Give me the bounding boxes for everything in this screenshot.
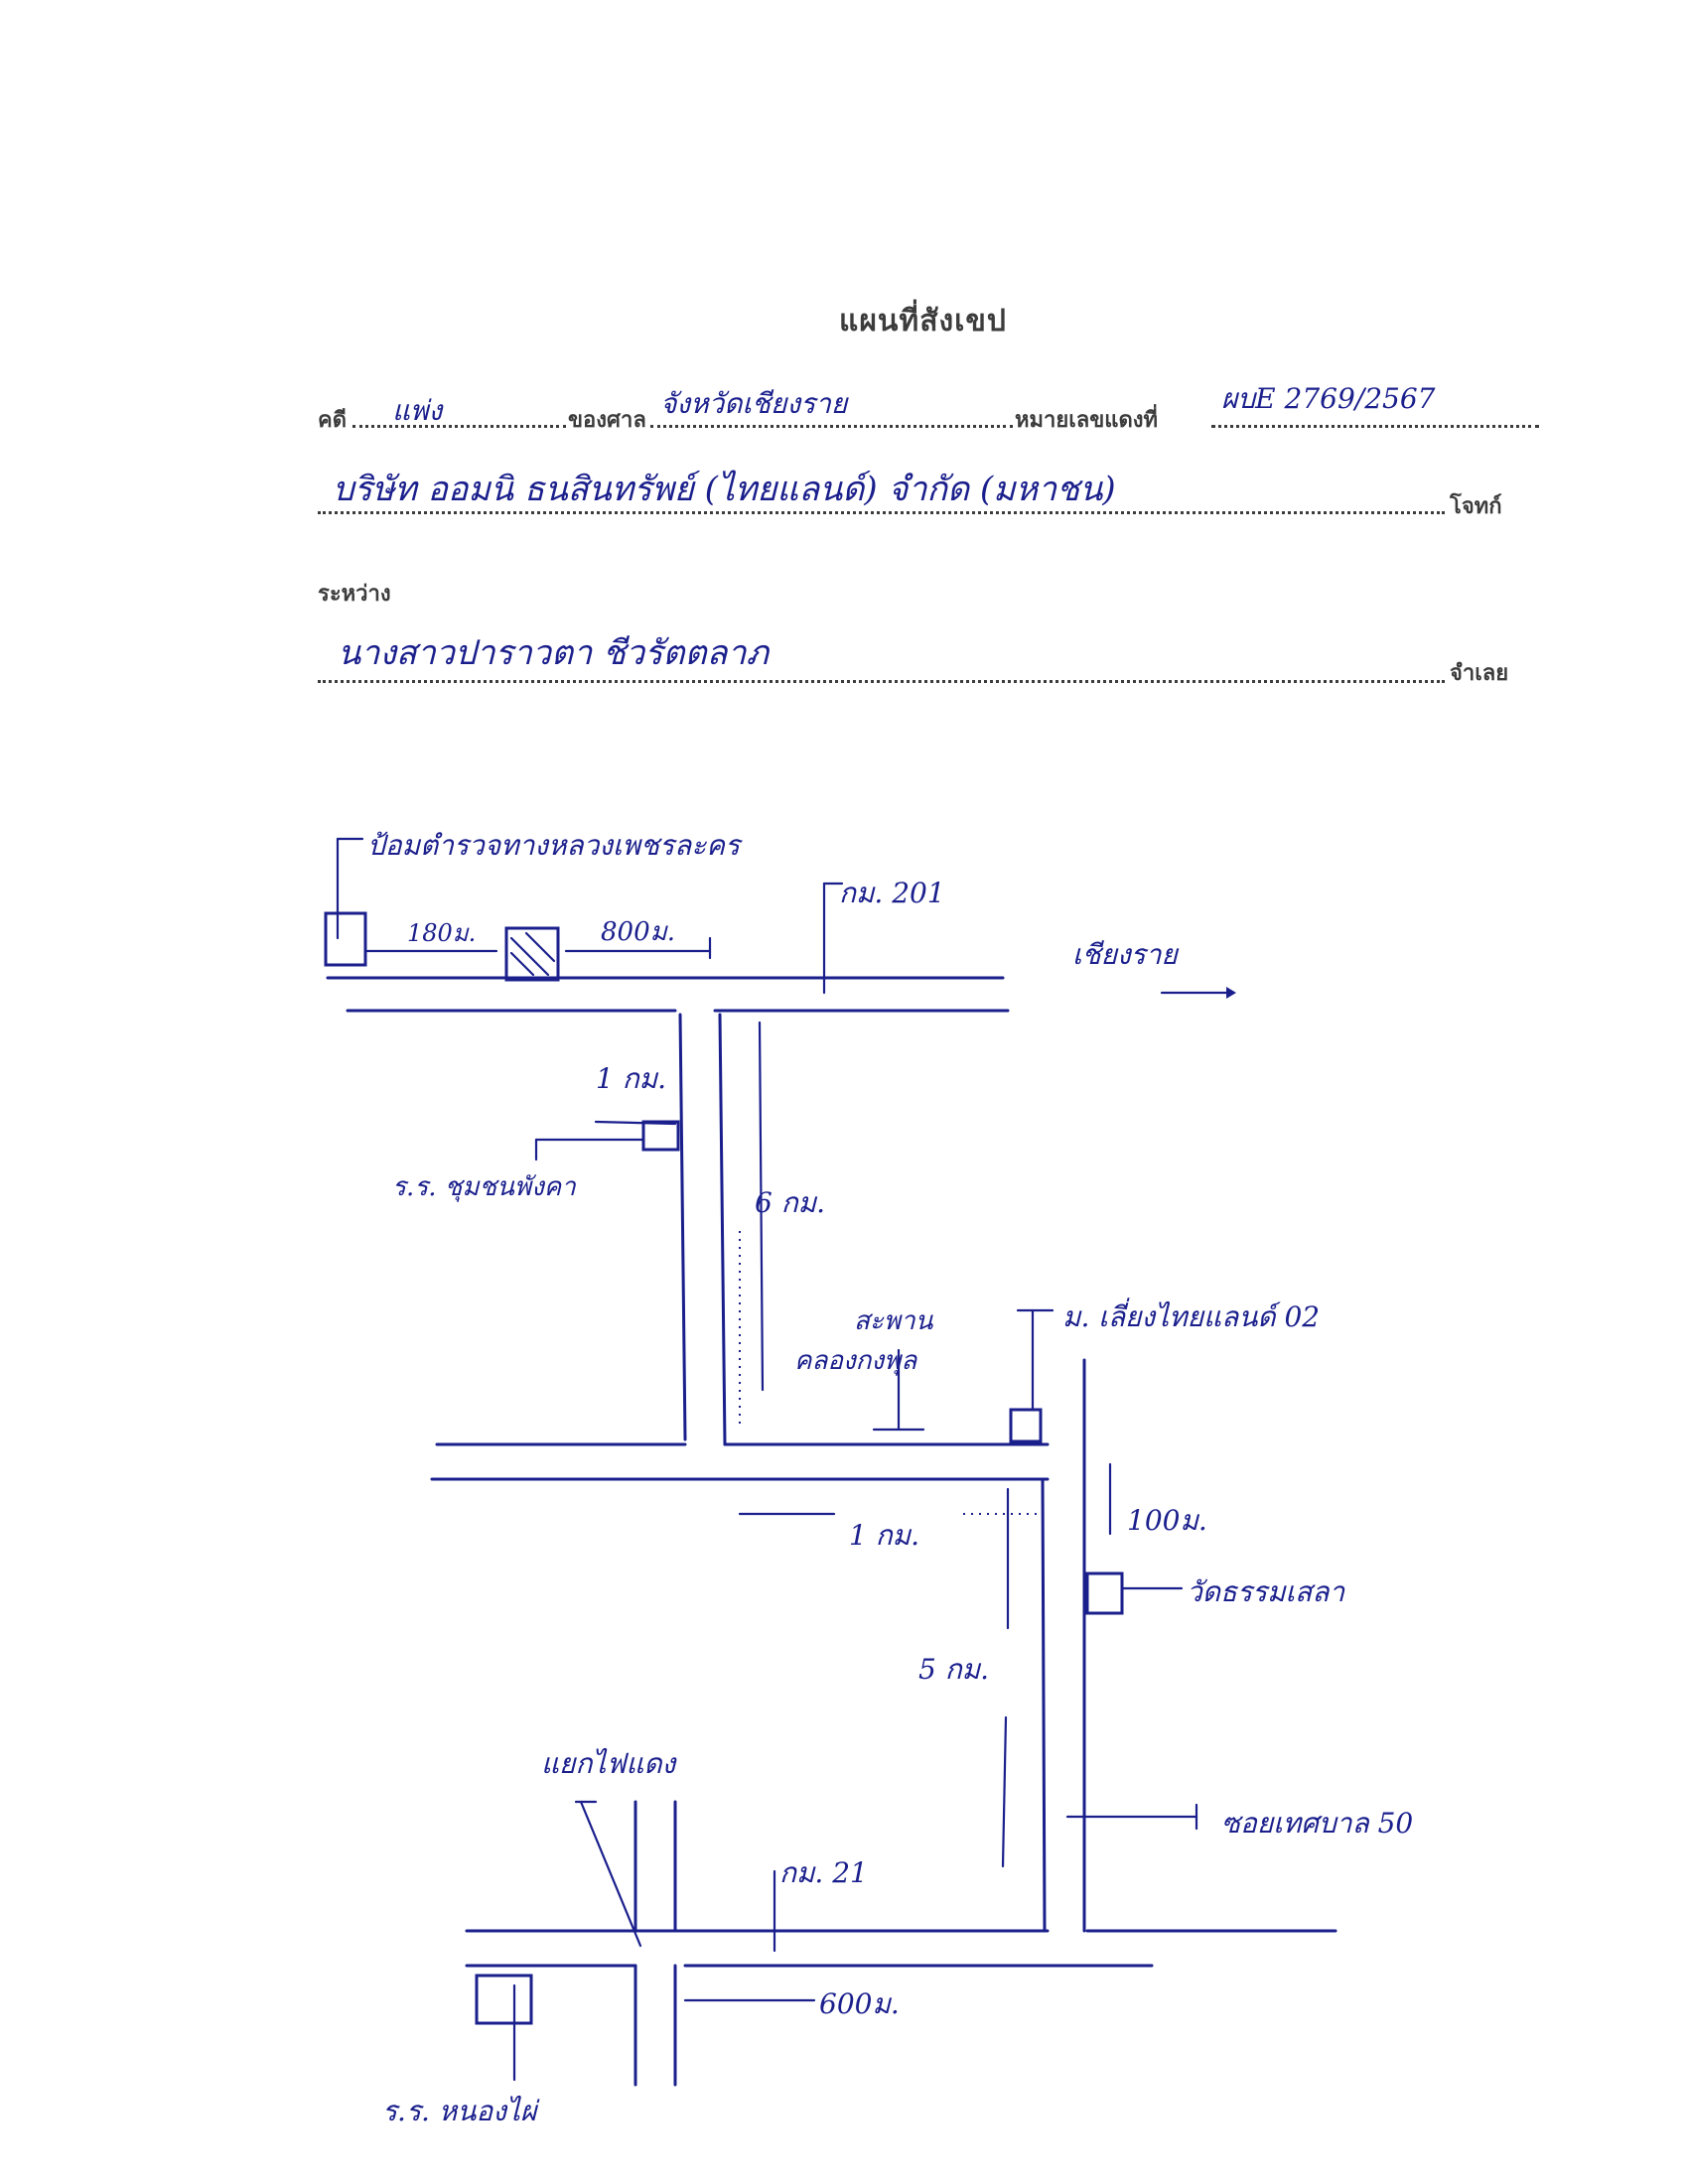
dist-1km-mid-label: 1 กม. (849, 1519, 920, 1552)
dist-1km-top-line (594, 1120, 677, 1126)
hatch-2 (509, 951, 535, 977)
plaintiff-value: บริษัท ออมนิ ธนสินทรัพย์ (ไทยแลนด์) จำกั… (333, 470, 1116, 509)
bridge-label: สะพาน (854, 1306, 933, 1336)
road-6km-right-edge (718, 1013, 727, 1446)
dist-600-label: 600ม. (819, 1987, 900, 2020)
village-marker (1009, 1408, 1043, 1443)
court-label: ของศาล (568, 408, 646, 433)
road-5km-left-edge (1041, 1477, 1047, 1933)
defendant-label: จำเลย (1450, 661, 1509, 686)
km21-label: กม. 21 (779, 1856, 868, 1889)
km201-label: กม. 201 (839, 877, 945, 909)
dist-180-label: 180ม. (407, 919, 477, 947)
temple-label: วัดธรรมเสลา (1187, 1575, 1345, 1608)
case-dotline (352, 425, 566, 428)
school-chumchon-label: ร.ร. ชุมชนพังคา (392, 1172, 576, 1202)
school-nongpai-marker (475, 1974, 533, 2025)
plaintiff-dotline (318, 511, 1445, 514)
school-nongpai-label: ร.ร. หนองไผ่ (382, 2095, 537, 2127)
between-label: ระหว่าง (318, 582, 391, 607)
plaintiff-label: โจทก์ (1450, 494, 1502, 519)
traffic-light-pointer (579, 1800, 642, 1948)
police-label: ป้อมตำรวจทางหลวงเพชรละคร (367, 829, 741, 862)
defendant-value: นางสาวปาราวตา ชีวรัตตลาภ (338, 633, 769, 673)
soi-label: ซอยเทศบาล 50 (1221, 1807, 1414, 1840)
number-label: หมายเลขแดงที่ (1015, 408, 1158, 433)
dist-1km-top-label: 1 กม. (596, 1062, 667, 1095)
dist-6km-label: 6 กม. (755, 1186, 826, 1219)
road-6km-left-edge (678, 1013, 687, 1441)
case-label: คดี (318, 408, 348, 433)
traffic-light-label: แยกไฟแดง (541, 1747, 676, 1780)
case-type-value: แพ่ง (392, 394, 443, 427)
direction-arrowhead (1226, 987, 1236, 999)
red-number-value: ผบE 2769/2567 (1221, 382, 1436, 415)
direction-label: เชียงราย (1072, 938, 1178, 971)
hatched-building (504, 926, 560, 982)
dist-5km-line-lower (1001, 1715, 1008, 1868)
number-dotline (1211, 425, 1539, 428)
dist-100-label: 100ม. (1127, 1504, 1207, 1537)
dist-5km-label: 5 กม. (918, 1653, 990, 1686)
hatch-1 (509, 936, 550, 977)
court-dotline (650, 425, 1013, 428)
police-box-marker (324, 911, 367, 967)
canal-label: คลองกงพุล (794, 1346, 917, 1376)
court-value: จังหวัดเชียงราย (660, 387, 848, 420)
dist-6km-line (758, 1021, 765, 1392)
defendant-dotline (318, 680, 1445, 683)
temple-marker (1085, 1571, 1124, 1615)
school-chumchon-marker (641, 1120, 680, 1152)
hatch-3 (524, 931, 556, 963)
village-label: ม. เลี่ยงไทยแลนด์ 02 (1062, 1300, 1321, 1333)
dist-800-label: 800ม. (601, 917, 676, 947)
page-title: แผนที่สังเขป (839, 304, 1007, 339)
